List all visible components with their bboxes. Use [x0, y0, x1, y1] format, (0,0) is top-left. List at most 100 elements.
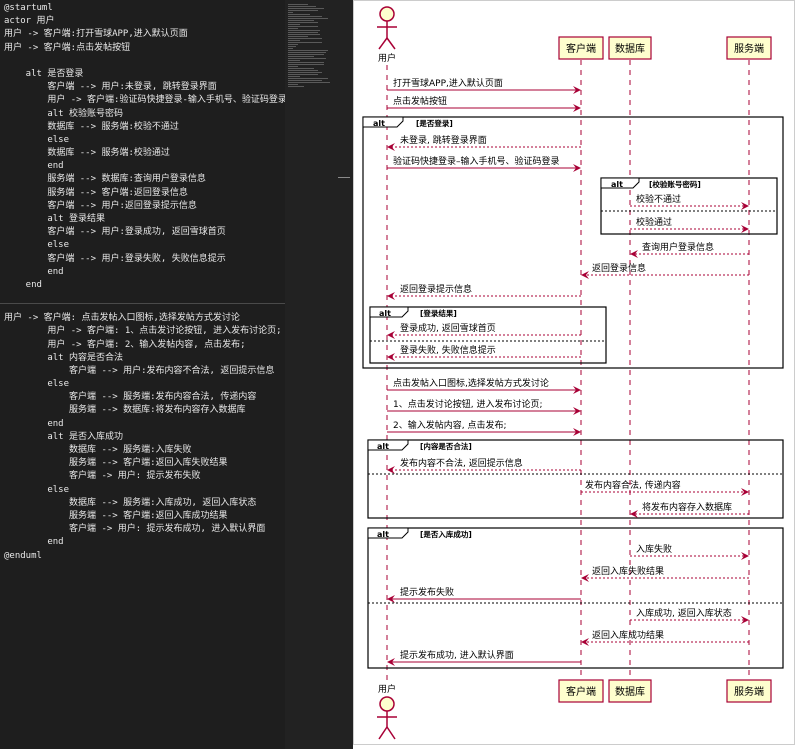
message-arrow: 发布内容不合法, 返回提示信息	[387, 457, 581, 474]
code-line[interactable]: alt 登录结果	[4, 214, 106, 224]
svg-text:服务端: 服务端	[734, 42, 764, 55]
message-arrow: 2、输入发帖内容, 点击发布;	[387, 419, 581, 436]
svg-text:数据库: 数据库	[615, 42, 645, 55]
sequence-diagram: 用户 客户端 数据库 服务端 alt [是否登录] alt [校验账号密码] a…	[353, 0, 795, 745]
frame-login-guard: [是否登录]	[416, 118, 453, 128]
message-arrow: 提示发布失败	[387, 586, 581, 603]
message-arrow: 发布内容合法, 传递内容	[581, 479, 749, 496]
code-line[interactable]: 客户端 -> 用户: 提示发布成功, 进入默认界面	[4, 524, 266, 535]
code-line[interactable]: 服务端 --> 数据库:查询用户登录信息	[4, 174, 206, 185]
message-label: 提示发布成功, 进入默认界面	[400, 649, 514, 661]
participant-server-bottom: 服务端	[726, 679, 772, 703]
code-line[interactable]: 服务端 --> 客户端:返回登录信息	[4, 187, 188, 198]
frame-legal	[367, 439, 784, 519]
code-line[interactable]: actor 用户	[4, 16, 55, 27]
code-line[interactable]: 用户 -> 客户端: 2、输入发帖内容, 点击发布;	[4, 339, 246, 350]
actor-user-label-bottom: 用户	[378, 683, 396, 695]
message-label: 将发布内容存入数据库	[642, 501, 732, 513]
code-line[interactable]: @startuml	[4, 3, 53, 13]
preview-frame	[353, 0, 795, 745]
code-line[interactable]: else	[4, 240, 70, 251]
message-arrow: 未登录, 跳转登录界面	[387, 134, 581, 151]
code-line[interactable]: alt 是否登录	[4, 68, 84, 79]
message-label: 校验通过	[636, 216, 672, 228]
scroll-marker	[338, 177, 350, 178]
code-line[interactable]: 用户 -> 客户端: 点击发帖入口图标,选择发帖方式发讨论	[4, 313, 240, 324]
code-line[interactable]: else	[4, 379, 70, 390]
message-arrow: 登录成功, 返回雪球首页	[387, 322, 581, 339]
editor-gutter	[285, 0, 353, 749]
code-line[interactable]: 客户端 --> 用户:返回登录提示信息	[4, 200, 197, 211]
svg-text:服务端: 服务端	[734, 685, 764, 698]
code-line[interactable]: 数据库 --> 服务端:校验通过	[4, 148, 170, 159]
code-line[interactable]: else	[4, 484, 70, 495]
frame-tabs	[362, 116, 640, 539]
message-label: 验证码快捷登录–输入手机号、验证码登录	[393, 155, 560, 167]
message-arrow: 校验不通过	[630, 193, 749, 210]
message-label: 未登录, 跳转登录界面	[400, 134, 487, 146]
frame-verify	[600, 177, 778, 235]
frame-legal-guard: [内容是否合法]	[420, 441, 472, 451]
code-line[interactable]: @enduml	[4, 550, 42, 561]
code-line[interactable]: else	[4, 134, 70, 145]
code-line[interactable]: end	[4, 537, 64, 548]
message-arrow: 返回登录信息	[581, 262, 749, 279]
code-line[interactable]: alt 校验账号密码	[4, 108, 124, 119]
code-line[interactable]: 服务端 --> 客户端:返回入库失败结果	[4, 458, 228, 469]
diagram-preview[interactable]: 用户 客户端 数据库 服务端 alt [是否登录] alt [校验账号密码] a…	[353, 0, 800, 749]
message-arrow: 返回登录提示信息	[387, 283, 581, 300]
message-label: 入库成功, 返回入库状态	[636, 607, 732, 619]
frame-result-keyword: alt	[379, 309, 391, 318]
code-line[interactable]: 用户 -> 客户端: 1、点击发讨论按钮, 进入发布讨论页;	[4, 326, 282, 337]
frame-login	[362, 116, 784, 369]
code-line[interactable]: 客户端 --> 用户:登录成功, 返回雪球首页	[4, 227, 226, 238]
svg-text:客户端: 客户端	[566, 42, 596, 55]
message-arrow: 登录失败, 失败信息提示	[387, 344, 581, 361]
code-divider	[0, 303, 285, 304]
code-line[interactable]	[4, 55, 287, 68]
code-line[interactable]: 数据库 --> 服务端:校验不通过	[4, 121, 179, 132]
frame-stored-guard: [是否入库成功]	[420, 529, 472, 539]
svg-text:数据库: 数据库	[615, 685, 645, 698]
code-line[interactable]: 用户 -> 客户端:点击发帖按钮	[4, 42, 131, 53]
code-editor-pane[interactable]: @startuml actor 用户用户 -> 客户端:打开雪球APP,进入默认页…	[0, 0, 287, 749]
participant-client-top: 客户端	[558, 36, 604, 60]
code-line[interactable]: 客户端 --> 用户:未登录, 跳转登录界面	[4, 82, 217, 93]
code-line[interactable]: 服务端 --> 客户端:返回入库成功结果	[4, 510, 228, 521]
code-line[interactable]: end	[4, 279, 42, 290]
code-line[interactable]: 客户端 --> 服务端:发布内容合法, 传递内容	[4, 392, 257, 403]
message-arrow: 校验通过	[630, 216, 749, 233]
code-line[interactable]: 客户端 -> 用户: 提示发布失败	[4, 471, 201, 482]
frame-result	[369, 306, 607, 364]
message-label: 校验不通过	[636, 193, 681, 205]
message-label: 2、输入发帖内容, 点击发布;	[393, 419, 506, 431]
code-line[interactable]: 客户端 --> 用户:登录失败, 失败信息提示	[4, 253, 226, 264]
code-line[interactable]: 数据库 --> 服务端:入库失败	[4, 445, 192, 455]
code-line[interactable]: end	[4, 161, 64, 172]
message-label: 点击发帖入口图标,选择发帖方式发讨论	[393, 377, 549, 389]
message-label: 返回入库失败结果	[592, 565, 664, 577]
code-line[interactable]: alt 是否入库成功	[4, 431, 124, 442]
code-line[interactable]: 用户 -> 客户端:打开雪球APP,进入默认页面	[4, 29, 188, 40]
code-line[interactable]: 数据库 --> 服务端:入库成功, 返回入库状态	[4, 497, 257, 508]
plantuml-source[interactable]: @startuml actor 用户用户 -> 客户端:打开雪球APP,进入默认页…	[4, 2, 287, 563]
frame-result-guard: [登录结果]	[420, 308, 457, 318]
actor-user-top	[377, 6, 397, 50]
code-line[interactable]: 用户 -> 客户端:验证码快捷登录-输入手机号、验证码登录	[4, 95, 287, 106]
message-arrow: 点击发帖按钮	[387, 95, 581, 112]
code-line[interactable]: end	[4, 266, 64, 277]
message-label: 提示发布失败	[400, 586, 454, 598]
actor-user-bottom	[377, 696, 397, 740]
message-arrow: 1、点击发讨论按钮, 进入发布讨论页;	[387, 398, 581, 415]
participant-db-bottom: 数据库	[608, 679, 652, 703]
code-line[interactable]: end	[4, 418, 64, 429]
code-line[interactable]: alt 内容是否合法	[4, 352, 124, 363]
message-arrow: 将发布内容存入数据库	[630, 501, 749, 518]
code-line[interactable]: 客户端 --> 用户:发布内容不合法, 返回提示信息	[4, 365, 275, 376]
code-line[interactable]: 服务端 --> 数据库:将发布内容存入数据库	[4, 405, 246, 416]
code-minimap[interactable]	[288, 4, 333, 87]
message-label: 返回登录提示信息	[400, 283, 472, 295]
message-label: 登录失败, 失败信息提示	[400, 344, 496, 356]
svg-text:客户端: 客户端	[566, 685, 596, 698]
message-arrow: 返回入库失败结果	[581, 565, 749, 582]
